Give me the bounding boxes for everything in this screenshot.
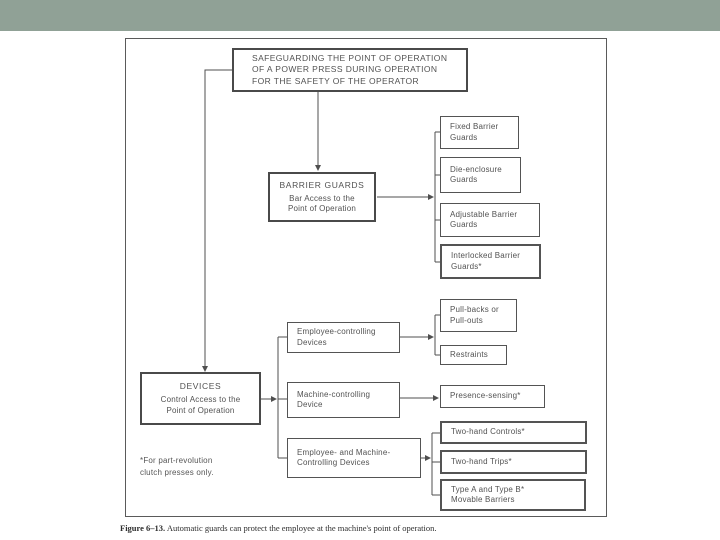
device-group-box-combined: Employee- and Machine- Controlling Devic…	[287, 438, 421, 478]
devices-subtitle: Control Access to the Point of Operation	[160, 395, 241, 415]
device-type-box-restraints: Restraints	[440, 345, 507, 365]
device-type-box-two-hand-controls: Two-hand Controls*	[440, 421, 587, 444]
barrier-guards-subtitle: Bar Access to the Point of Operation	[287, 193, 357, 214]
devices-box: DEVICES Control Access to the Point of O…	[140, 372, 261, 425]
guard-type-box-die-enclosure: Die-enclosure Guards	[440, 157, 521, 193]
device-group-box-employee: Employee-controlling Devices	[287, 322, 400, 353]
device-type-box-two-hand-trips: Two-hand Trips*	[440, 450, 587, 474]
device-type-box-presence-sensing: Presence-sensing*	[440, 385, 545, 408]
slide-header-band	[0, 0, 720, 31]
root-box: SAFEGUARDING THE POINT OF OPERATION OF A…	[232, 48, 468, 92]
footnote: *For part-revolution clutch presses only…	[140, 456, 214, 477]
guard-type-box-fixed: Fixed Barrier Guards	[440, 116, 519, 149]
devices-title: DEVICES	[179, 381, 222, 392]
barrier-guards-box: BARRIER GUARDS Bar Access to the Point o…	[268, 172, 376, 222]
device-type-box-pull-backs: Pull-backs or Pull-outs	[440, 299, 517, 332]
figure-caption-label: Figure 6–13.	[120, 523, 166, 533]
figure-caption: Figure 6–13. Automatic guards can protec…	[120, 523, 600, 533]
guard-type-box-adjustable: Adjustable Barrier Guards	[440, 203, 540, 237]
device-type-box-movable-barriers: Type A and Type B* Movable Barriers	[440, 479, 586, 511]
guard-type-box-interlocked: Interlocked Barrier Guards*	[440, 244, 541, 279]
barrier-guards-title: BARRIER GUARDS	[279, 179, 365, 190]
figure-caption-text: Automatic guards can protect the employe…	[165, 523, 437, 533]
device-group-box-machine: Machine-controlling Device	[287, 382, 400, 418]
